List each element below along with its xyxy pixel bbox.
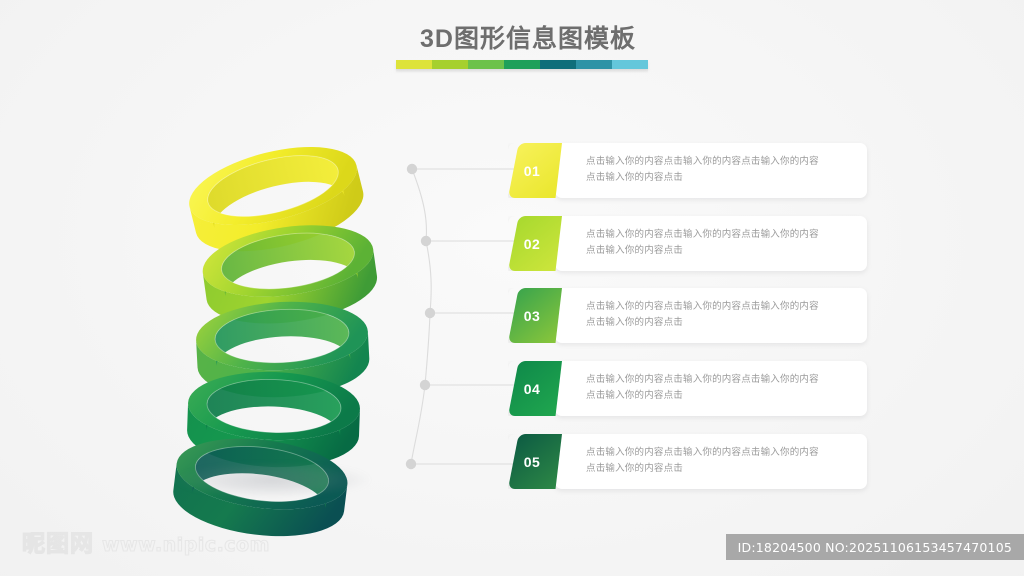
ring-02 [202,225,378,324]
page-title: 3D图形信息图模板 [420,25,636,53]
ring-stack-ground-shadow [175,463,370,497]
ring-01-top-face [189,147,357,225]
image-id-bar: ID:18204500 NO:20251106153457470105 [725,534,1024,560]
row-body-text-03: 点击输入你的内容点击输入你的内容点击输入你的内容点击输入你的内容点击 [586,299,846,331]
ring-04-inner-rim [206,378,342,434]
underline-segment-5 [540,60,576,69]
row-text-line1-04: 点击输入你的内容点击输入你的内容点击输入你的内容 [586,374,819,385]
row-body-text-02: 点击输入你的内容点击输入你的内容点击输入你的内容点击输入你的内容点击 [586,227,846,259]
row-card-02[interactable] [555,216,867,271]
ring-05-inner-rim [194,446,330,502]
ring-04-inner-wall [206,379,341,436]
ring-02-top-face [202,225,374,297]
row-number-label-02: 02 [523,235,541,252]
ring-01-inner-wall [207,155,345,229]
underline-segment-4 [504,60,540,69]
ring-05 [173,438,348,537]
row-number-label-03: 03 [523,307,541,324]
ring-02-inner-rim [221,232,355,290]
connector-dot-2 [420,235,432,247]
watermark-url-text: www.nipic.com [101,533,270,556]
connector-dot-3 [424,307,436,319]
row-body-text-01: 点击输入你的内容点击输入你的内容点击输入你的内容点击输入你的内容点击 [586,154,846,186]
row-body-text-04: 点击输入你的内容点击输入你的内容点击输入你的内容点击输入你的内容点击 [586,372,846,404]
watermark-logo-text: 昵图网 [21,529,94,556]
content-row-05[interactable]: 05 点击输入你的内容点击输入你的内容点击输入你的内容点击输入你的内容点击 [508,434,867,489]
row-text-line2-03: 点击输入你的内容点击 [586,317,684,328]
ring-03-inner-wall [215,309,351,367]
row-number-label-01: 01 [523,162,541,179]
ring-stack-vector [173,147,378,537]
connector-vector [405,163,523,470]
row-text-line2-02: 点击输入你的内容点击 [586,245,684,256]
row-text-line1-05: 点击输入你的内容点击输入你的内容点击输入你的内容 [586,447,819,458]
row-number-label-04: 04 [523,380,541,397]
row-number-label-05: 05 [523,453,541,470]
content-row-01[interactable]: 01 点击输入你的内容点击输入你的内容点击输入你的内容点击输入你的内容点击 [508,143,867,198]
ring-05-inner-wall [192,446,329,509]
content-row-02[interactable]: 02 点击输入你的内容点击输入你的内容点击输入你的内容点击输入你的内容点击 [508,216,867,271]
row-body-text-05: 点击输入你的内容点击输入你的内容点击输入你的内容点击输入你的内容点击 [586,445,846,477]
connector-dot-4 [419,379,431,391]
site-watermark: 昵图网 www.nipic.com [21,524,270,558]
underline-segment-2 [432,60,468,69]
underline-segment-7 [612,60,648,69]
underline-segment-3 [468,60,504,69]
underline-segment-6 [576,60,612,69]
ring-02-outer-wall [202,249,378,324]
row-card-04[interactable] [555,361,867,416]
content-row-04[interactable]: 04 点击输入你的内容点击输入你的内容点击输入你的内容点击输入你的内容点击 [508,361,867,416]
connector-dot-1 [406,163,418,175]
row-text-line2-04: 点击输入你的内容点击 [586,390,684,401]
connector-lines [398,130,528,490]
ring-01-inner-rim [207,155,339,217]
ring-05-outer-wall [173,463,348,537]
connector-dot-5 [405,458,417,470]
row-card-05[interactable] [555,434,867,489]
row-card-01[interactable] [555,143,867,198]
row-text-line2-05: 点击输入你的内容点击 [586,463,684,474]
content-row-03[interactable]: 03 点击输入你的内容点击输入你的内容点击输入你的内容点击输入你的内容点击 [508,288,867,343]
row-text-line1-03: 点击输入你的内容点击输入你的内容点击输入你的内容 [586,301,819,312]
ring-stack-svg-host [140,118,410,543]
image-id-text: ID:18204500 NO:20251106153457470105 [737,539,1012,555]
row-text-line1-01: 点击输入你的内容点击输入你的内容点击输入你的内容 [586,156,819,167]
ring-03-inner-rim [214,308,350,364]
ring-02-inner-wall [221,233,359,298]
row-text-line2-01: 点击输入你的内容点击 [586,172,684,183]
title-block: 3D图形信息图模板 [396,22,658,73]
underline-segment-1 [396,60,432,69]
row-text-line1-02: 点击输入你的内容点击输入你的内容点击输入你的内容 [586,229,819,240]
ring-05-top-face [176,438,348,510]
title-underline-shadow [396,69,648,73]
row-card-03[interactable] [555,288,867,343]
ring-stack-graphic [140,118,410,537]
title-underline-gradient-bar [396,60,648,69]
